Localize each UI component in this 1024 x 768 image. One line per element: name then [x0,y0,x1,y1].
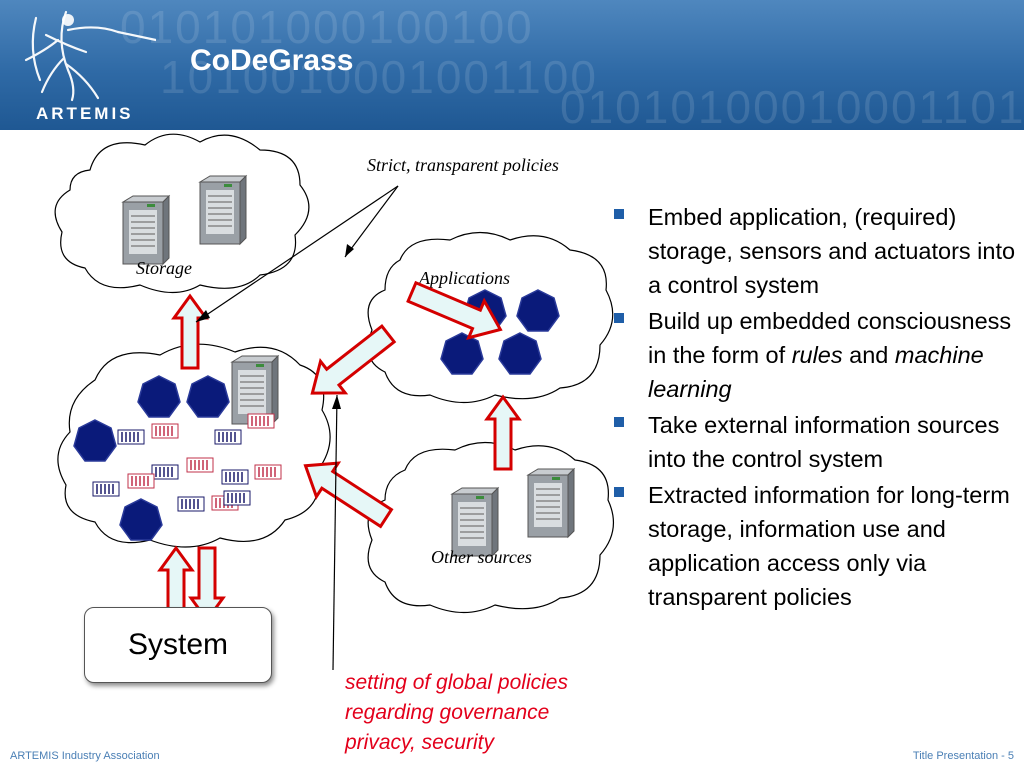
storage-label: Storage [136,258,192,278]
bullet-square-icon [614,487,624,497]
binary-backdrop: 1010010001001100 [160,51,598,103]
bullet-text: Take external information sources into t… [648,412,1000,472]
bullet-square-icon [614,313,624,323]
bullet-item: Embed application, (required) storage, s… [612,200,1022,302]
bullet-text: Build up embedded consciousness in the f… [648,308,1012,368]
global-policies-note: setting of global policies regarding gov… [345,671,568,754]
actuator-chip-icon [247,413,275,429]
policies-caption: Strict, transparent policies [367,155,559,175]
bullet-square-icon [614,417,624,427]
sensor-chip-icon [117,429,145,445]
footer-organization: ARTEMIS Industry Association [10,750,160,762]
bullet-emphasis: machine learning [648,342,984,402]
pointer-head-icon [196,310,210,322]
sensor-chip-icon [214,429,242,445]
actuator-chip-icon [254,464,282,480]
storage-server-icon [122,195,170,265]
sensor-chip-icon [221,469,249,485]
storage-server-icon [199,175,247,245]
bullet-emphasis: rules [791,342,843,368]
system-label: System [127,628,229,661]
header-banner: 010101000100100 1010010001001100 0101010… [0,0,1024,130]
pointer-head-icon [345,244,354,257]
source-server-icon [527,468,575,538]
bullet-item: Take external information sources into t… [612,408,1022,476]
bullet-list: Embed application, (required) storage, s… [612,200,1022,616]
bullet-text: Extracted information for long-term stor… [648,482,1010,610]
footer-page-number: Title Presentation - 5 [912,750,1014,762]
bullet-text: and [842,342,895,368]
storage-cloud [54,133,310,294]
source-server-icon [451,487,499,557]
architecture-diagram: Storage Applications Other sources Stric… [54,133,615,671]
system-box: System [84,607,272,683]
applications-label: Applications [418,268,510,288]
actuator-chip-icon [151,423,179,439]
sensor-chip-icon [151,464,179,480]
page-title: CoDeGrass [190,44,354,77]
sensor-chip-icon [92,481,120,497]
logo-text: ARTEMIS [36,104,134,123]
actuator-chip-icon [186,457,214,473]
bullet-text: Embed application, (required) storage, s… [648,204,1016,298]
sensor-chip-icon [177,496,205,512]
bullet-item: Extracted information for long-term stor… [612,478,1022,614]
artemis-archer-logo [24,10,156,102]
pointer-head-icon [332,395,341,409]
binary-backdrop: 01010100010001101010 [560,81,1024,130]
sensor-chip-icon [223,490,251,506]
actuator-chip-icon [127,473,155,489]
bullet-item: Build up embedded consciousness in the f… [612,304,1022,406]
binary-backdrop: 010101000100100 [120,1,534,53]
bullet-square-icon [614,209,624,219]
other-sources-label: Other sources [431,547,532,567]
policy-pointer-lines [195,185,399,671]
